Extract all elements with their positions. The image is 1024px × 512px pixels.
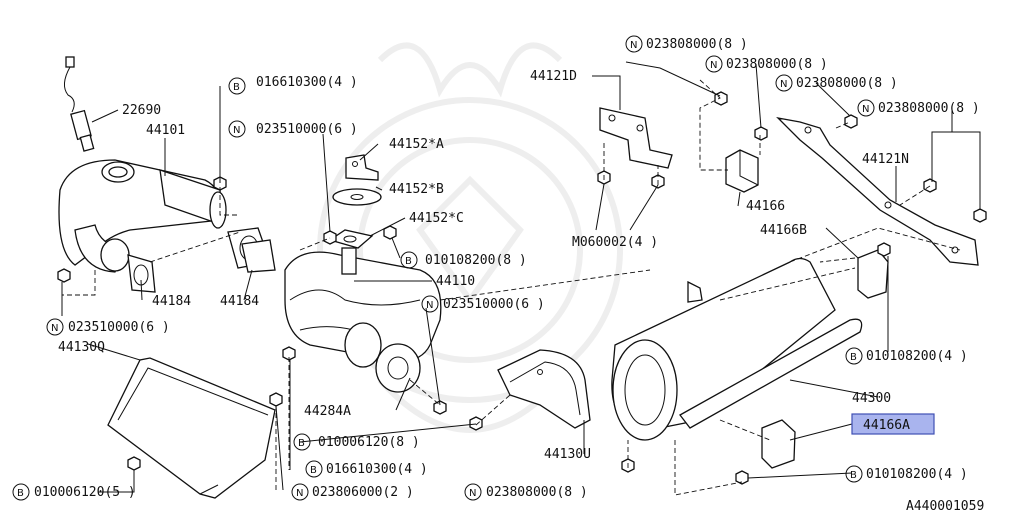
svg-text:N: N bbox=[296, 488, 303, 499]
label-010108200-right: 010108200(4 ) bbox=[866, 349, 968, 364]
label-023808000-3: 023808000(8 ) bbox=[796, 76, 898, 91]
n-prefix-icon: N bbox=[625, 35, 643, 53]
label-44152b: 44152*B bbox=[389, 182, 444, 197]
leader-lines bbox=[61, 61, 981, 493]
svg-text:B: B bbox=[850, 352, 857, 363]
bracket-44152-a bbox=[345, 154, 379, 181]
svg-text:B: B bbox=[405, 256, 412, 267]
svg-text:N: N bbox=[469, 488, 476, 499]
n-prefix-icon: N bbox=[857, 99, 875, 117]
svg-text:N: N bbox=[862, 104, 869, 115]
label-44300: 44300 bbox=[852, 391, 891, 406]
label-44166: 44166 bbox=[746, 199, 785, 214]
n-prefix-icon: N bbox=[46, 318, 64, 336]
label-44101: 44101 bbox=[146, 123, 185, 138]
svg-text:B: B bbox=[310, 465, 317, 476]
n-prefix-icon: N bbox=[705, 55, 723, 73]
heat-shield-44130q bbox=[107, 357, 276, 499]
b-prefix-icon: B bbox=[845, 347, 863, 365]
diagram-code: A440001059 bbox=[906, 499, 984, 512]
label-44130q: 44130Q bbox=[58, 340, 105, 355]
label-023806000: 023806000(2 ) bbox=[312, 485, 414, 500]
fasteners bbox=[57, 91, 987, 485]
b-prefix-icon: B bbox=[12, 483, 30, 501]
n-prefix-icon: N bbox=[775, 74, 793, 92]
b-prefix-icon: B bbox=[293, 433, 311, 451]
label-m060002: M060002(4 ) bbox=[572, 235, 658, 250]
label-44130u: 44130U bbox=[544, 447, 591, 462]
muffler bbox=[611, 257, 863, 441]
label-023510000-top: 023510000(6 ) bbox=[256, 122, 358, 137]
svg-text:N: N bbox=[233, 125, 240, 136]
label-010006120-8: 010006120(8 ) bbox=[318, 435, 420, 450]
part-labels: 22690 44101 016610300(4 ) 023510000(6 ) … bbox=[34, 37, 984, 512]
b-prefix-icon: B bbox=[305, 460, 323, 478]
label-44284a: 44284A bbox=[304, 404, 351, 419]
label-023808000-1: 023808000(8 ) bbox=[646, 37, 748, 52]
n-prefix-icon: N bbox=[228, 120, 246, 138]
svg-text:B: B bbox=[17, 488, 24, 499]
b-prefix-icon: B bbox=[845, 465, 863, 483]
label-010108200-center: 010108200(8 ) bbox=[425, 253, 527, 268]
hanger-44166 bbox=[725, 149, 759, 193]
label-22690: 22690 bbox=[122, 103, 161, 118]
hanger-44166b bbox=[857, 249, 889, 299]
label-023808000-4: 023808000(8 ) bbox=[878, 101, 980, 116]
label-023808000-bottom: 023808000(8 ) bbox=[486, 485, 588, 500]
bracket-44121n bbox=[776, 116, 979, 266]
svg-text:N: N bbox=[630, 40, 637, 51]
n-prefix-icon: N bbox=[291, 483, 309, 501]
b-prefix-icon: B bbox=[228, 77, 246, 95]
label-44184-left: 44184 bbox=[152, 294, 191, 309]
bracket-44152-c bbox=[328, 229, 374, 249]
label-44152c: 44152*C bbox=[409, 211, 464, 226]
label-44166b: 44166B bbox=[760, 223, 807, 238]
label-023808000-2: 023808000(8 ) bbox=[726, 57, 828, 72]
heat-shield-44130u bbox=[497, 349, 591, 429]
bracket-44121d bbox=[599, 107, 673, 169]
svg-text:N: N bbox=[780, 79, 787, 90]
b-prefix-icon: B bbox=[400, 251, 418, 269]
highlighted-part-44166a[interactable]: 44166A bbox=[851, 413, 935, 435]
circled-prefixes: B N B N N B B N B N N N N N B B bbox=[12, 35, 875, 501]
gasket-44184-left bbox=[127, 254, 156, 293]
label-016610300-top: 016610300(4 ) bbox=[256, 75, 358, 90]
catalytic-converter bbox=[284, 247, 442, 393]
assembly-dash-lines bbox=[62, 79, 961, 496]
bracket-44152-b bbox=[332, 188, 382, 206]
label-44121n: 44121N bbox=[862, 152, 909, 167]
svg-text:B: B bbox=[233, 82, 240, 93]
svg-text:B: B bbox=[850, 470, 857, 481]
svg-text:B: B bbox=[298, 438, 305, 449]
hanger-44166a bbox=[761, 419, 796, 469]
label-44152a: 44152*A bbox=[389, 137, 444, 152]
n-prefix-icon: N bbox=[421, 295, 439, 313]
highlighted-part-label: 44166A bbox=[863, 418, 910, 433]
svg-text:N: N bbox=[710, 60, 717, 71]
label-44121d: 44121D bbox=[530, 69, 577, 84]
label-023510000-left: 023510000(6 ) bbox=[68, 320, 170, 335]
svg-text:N: N bbox=[51, 323, 58, 334]
label-016610300-bottom: 016610300(4 ) bbox=[326, 462, 428, 477]
svg-text:N: N bbox=[426, 300, 433, 311]
label-010006120-5: 010006120(5 ) bbox=[34, 485, 136, 500]
gasket-44184-right bbox=[227, 227, 276, 273]
label-44110: 44110 bbox=[436, 274, 475, 289]
oxygen-sensor bbox=[64, 56, 95, 152]
label-023510000-center: 023510000(6 ) bbox=[443, 297, 545, 312]
front-exhaust-pipe bbox=[58, 159, 227, 273]
n-prefix-icon: N bbox=[464, 483, 482, 501]
label-010108200-bottom: 010108200(4 ) bbox=[866, 467, 968, 482]
label-44184-right: 44184 bbox=[220, 294, 259, 309]
